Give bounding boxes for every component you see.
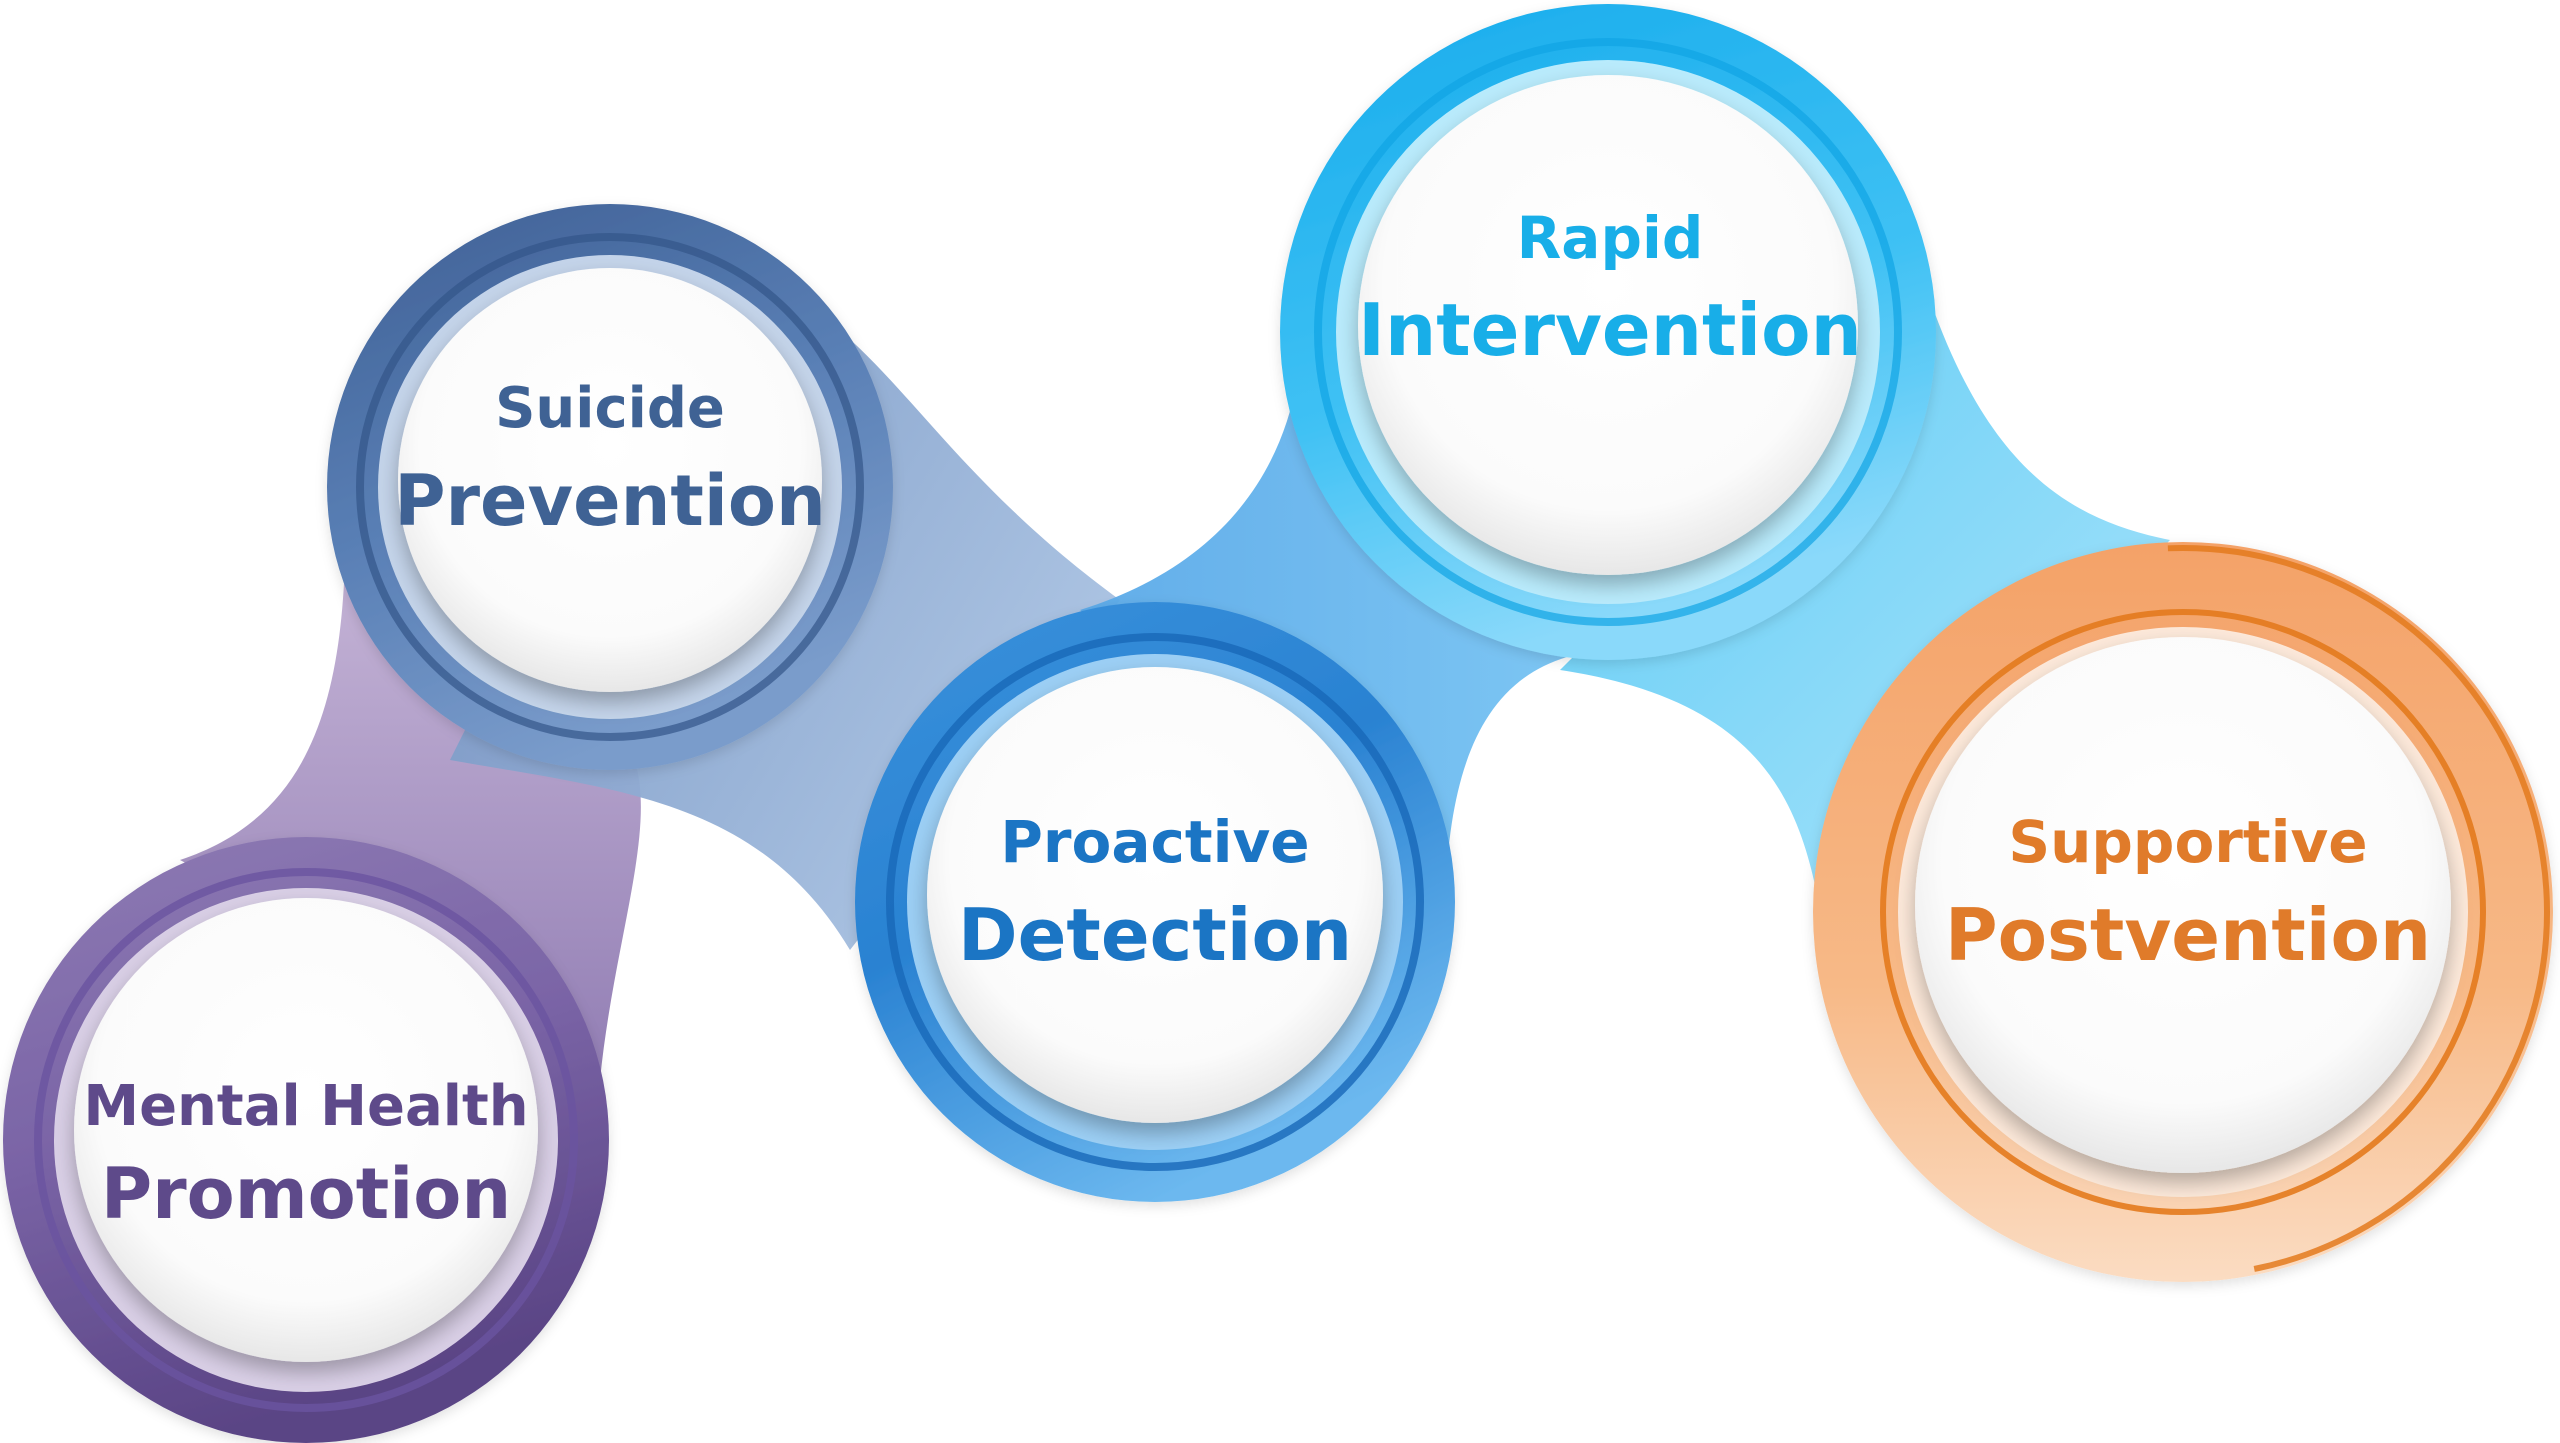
postvention-label-line2: Postvention [1945,893,2431,977]
intervention-ring [1280,4,1936,660]
detection-label-line2: Detection [958,893,1352,977]
connector-intervention-postvention [1560,300,2170,910]
postvention-ring [1813,542,2553,1282]
detection-ring [855,602,1455,1202]
postvention-label-line1: Supportive [2008,808,2367,876]
prevention-label-line2: Prevention [394,460,826,542]
promotion-label-line2: Promotion [101,1153,511,1235]
intervention-label-line1: Rapid [1517,204,1704,272]
prevention-ring [327,204,893,770]
promotion-label-line1: Mental Health [83,1074,528,1139]
detection-label-line1: Proactive [1000,808,1309,876]
intervention-label-line2: Intervention [1358,288,1862,372]
promotion-ring [3,837,609,1443]
connector-detection-intervention [1080,360,1640,900]
prevention-label-line1: Suicide [495,376,725,441]
